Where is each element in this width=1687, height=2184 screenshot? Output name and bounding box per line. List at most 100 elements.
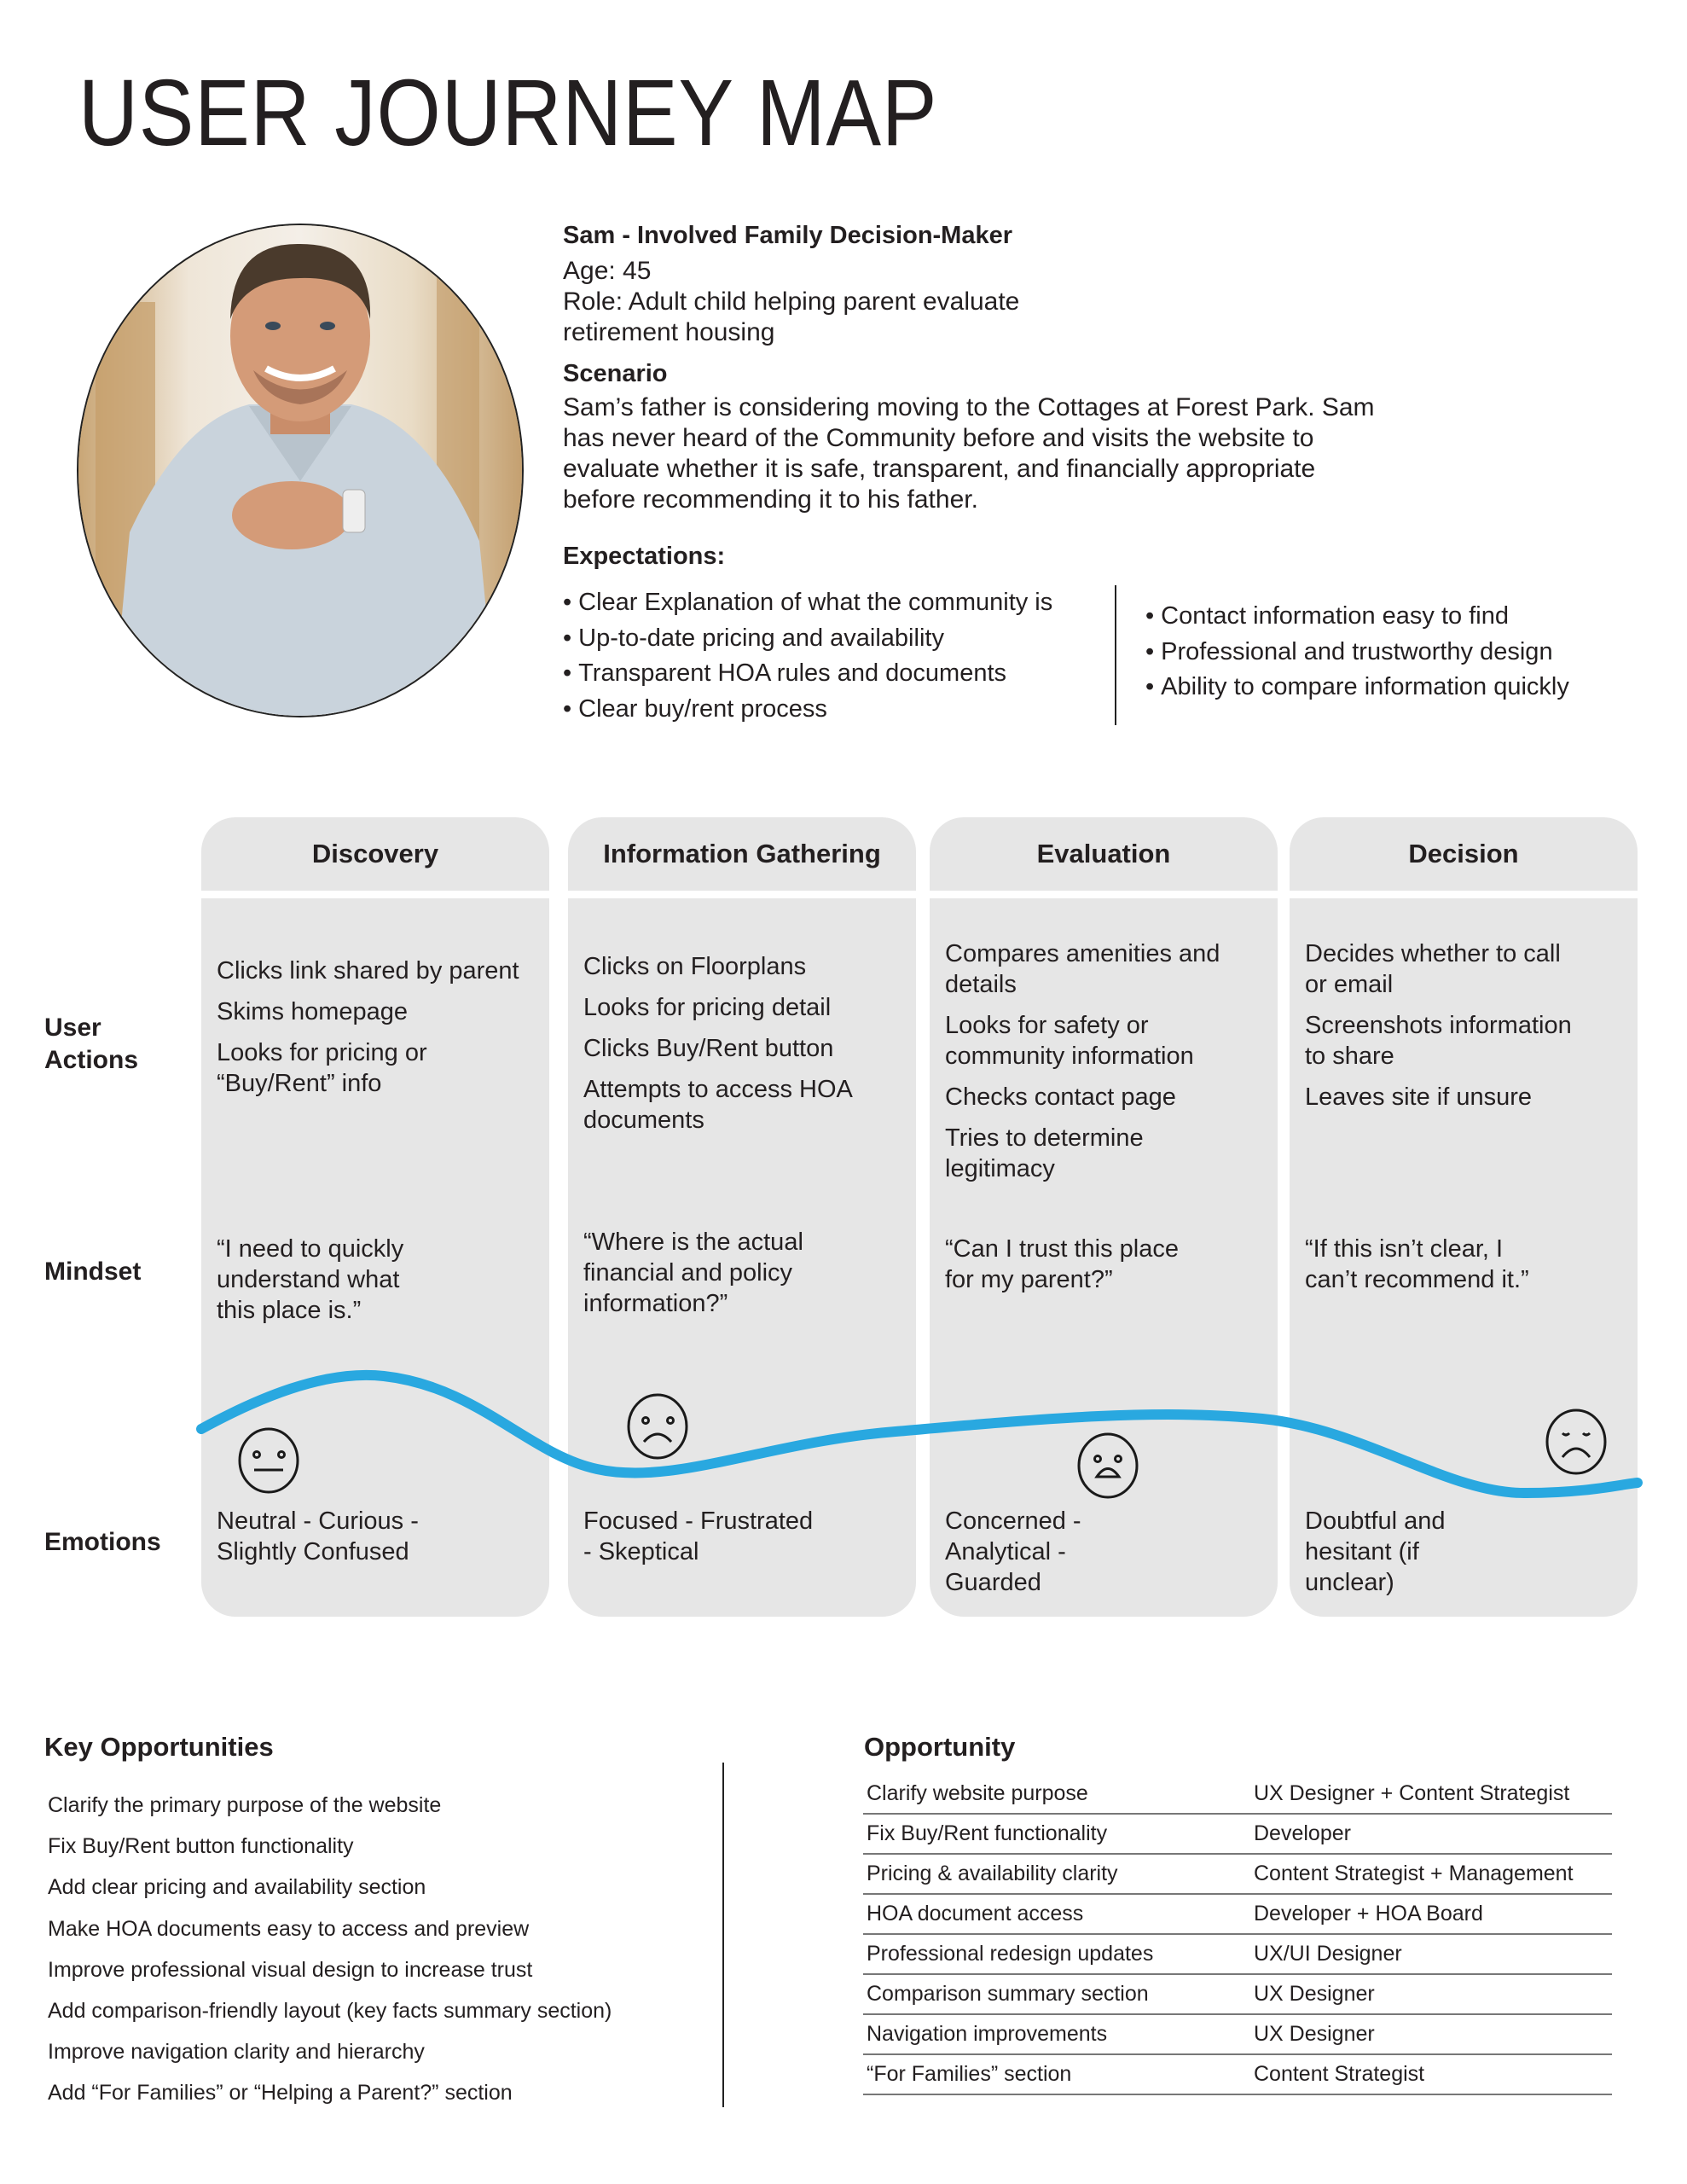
row-label-emotions: Emotions — [44, 1528, 161, 1556]
row-label-text: User — [44, 1014, 101, 1042]
action-item: Looks for pricing detail — [583, 994, 832, 1021]
opportunity-item: Fix Buy/Rent button functionality — [48, 1834, 354, 1859]
user-actions-cell: Compares amenities and details Looks for… — [945, 938, 1266, 1194]
action-item: Clicks on Floorplans — [583, 953, 807, 980]
expectation-item: Clear buy/rent process — [563, 692, 1052, 728]
scenario-text: before recommending it to his father. — [563, 485, 978, 514]
expectations-divider — [1115, 585, 1116, 725]
stage-header: Information Gathering — [568, 817, 916, 891]
opportunity-cell: Clarify website purpose — [863, 1774, 1250, 1815]
stage-evaluation: Evaluation Compares amenities and detail… — [930, 817, 1278, 1617]
persona-role-cont: retirement housing — [563, 318, 775, 346]
action-item: Looks for safety or community informatio… — [945, 1012, 1194, 1070]
owner-cell: UX Designer + Content Strategist — [1250, 1774, 1612, 1815]
expectations-list-left: Clear Explanation of what the community … — [563, 585, 1052, 727]
user-actions-cell: Clicks on Floorplans Looks for pricing d… — [583, 951, 904, 1146]
emotions-cell: Doubtful and hesitant (if unclear) — [1305, 1507, 1446, 1596]
section-divider — [722, 1763, 724, 2107]
row-label-mindset: Mindset — [44, 1258, 142, 1286]
opportunity-item: Make HOA documents easy to access and pr… — [48, 1916, 530, 1941]
opportunity-item: Add “For Families” or “Helping a Parent?… — [48, 2081, 513, 2106]
action-item: Leaves site if unsure — [1305, 1083, 1532, 1111]
opportunity-cell: Pricing & availability clarity — [863, 1854, 1250, 1895]
opportunity-table-heading: Opportunity — [864, 1732, 1016, 1762]
expectation-item: Professional and trustworthy design — [1145, 635, 1569, 671]
action-item: Clicks link shared by parent — [217, 957, 519, 985]
mindset-cell: “Can I trust this place for my parent?” — [945, 1235, 1179, 1293]
key-opportunities-heading: Key Opportunities — [44, 1732, 274, 1762]
opportunity-cell: Professional redesign updates — [863, 1934, 1250, 1975]
stage-body: Compares amenities and details Looks for… — [930, 898, 1278, 1617]
stage-header: Evaluation — [930, 817, 1278, 891]
action-item: Screenshots information to share — [1305, 1012, 1572, 1070]
emotions-cell: Focused - Frustrated - Skeptical — [583, 1507, 814, 1565]
action-item: Looks for pricing or “Buy/Rent” info — [217, 1039, 427, 1097]
stage-header: Discovery — [201, 817, 549, 891]
opportunity-cell: Comparison summary section — [863, 1974, 1250, 2015]
expectations-heading: Expectations: — [563, 543, 726, 570]
expectation-item: Transparent HOA rules and documents — [563, 656, 1052, 692]
row-label-text: Actions — [44, 1046, 139, 1074]
opportunity-cell: “For Families” section — [863, 2054, 1250, 2095]
expectation-item: Up-to-date pricing and availability — [563, 621, 1052, 657]
page-title: USER JOURNEY MAP — [78, 61, 938, 166]
stage-body: Clicks on Floorplans Looks for pricing d… — [568, 898, 916, 1617]
row-label-user-actions: User Actions — [44, 1012, 138, 1077]
user-actions-cell: Clicks link shared by parent Skims homep… — [217, 956, 537, 1109]
action-item: Checks contact page — [945, 1083, 1176, 1111]
emotions-cell: Neutral - Curious - Slightly Confused — [217, 1507, 419, 1565]
persona-age: Age: 45 — [563, 257, 652, 285]
owner-cell: Developer + HOA Board — [1250, 1894, 1612, 1935]
opportunity-cell: Navigation improvements — [863, 2014, 1250, 2055]
persona-details: Sam - Involved Family Decision-Maker Age… — [563, 220, 1399, 515]
expectations-list-right: Contact information easy to find Profess… — [1145, 599, 1569, 706]
opportunity-cell: HOA document access — [863, 1894, 1250, 1935]
persona-name: Sam - Involved Family Decision-Maker — [563, 222, 1013, 249]
scenario-heading: Scenario — [563, 360, 668, 387]
mindset-cell: “If this isn’t clear, I can’t recommend … — [1305, 1235, 1529, 1293]
action-item: Attempts to access HOA documents — [583, 1076, 853, 1134]
persona-role: Role: Adult child helping parent evaluat… — [563, 288, 1020, 316]
opportunity-item: Clarify the primary purpose of the websi… — [48, 1793, 442, 1817]
opportunity-item: Add clear pricing and availability secti… — [48, 1875, 426, 1900]
mindset-cell: “Where is the actual financial and polic… — [583, 1228, 803, 1317]
persona-avatar — [77, 224, 524, 717]
expectation-item: Clear Explanation of what the community … — [563, 585, 1052, 621]
stage-decision: Decision Decides whether to call or emai… — [1290, 817, 1638, 1617]
scenario-text: Sam’s father is considering moving to th… — [563, 393, 1375, 421]
stage-body: Clicks link shared by parent Skims homep… — [201, 898, 549, 1617]
user-actions-cell: Decides whether to call or email Screens… — [1305, 938, 1626, 1123]
stage-information-gathering: Information Gathering Clicks on Floorpla… — [568, 817, 916, 1617]
mindset-cell: “I need to quickly understand what this … — [217, 1235, 404, 1324]
person-portrait-icon — [78, 225, 522, 716]
emotions-cell: Concerned - Analytical - Guarded — [945, 1507, 1081, 1596]
opportunity-item: Improve professional visual design to in… — [48, 1957, 533, 1982]
owner-cell: UX/UI Designer — [1250, 1934, 1612, 1975]
owner-cell: Developer — [1250, 1814, 1612, 1855]
owner-cell: UX Designer — [1250, 2014, 1612, 2055]
opportunity-item: Add comparison-friendly layout (key fact… — [48, 1999, 612, 2024]
action-item: Compares amenities and details — [945, 940, 1220, 998]
owner-cell: Content Strategist + Management — [1250, 1854, 1612, 1895]
scenario-text: evaluate whether it is safe, transparent… — [563, 455, 1316, 483]
stage-body: Decides whether to call or email Screens… — [1290, 898, 1638, 1617]
stage-discovery: Discovery Clicks link shared by parent S… — [201, 817, 549, 1617]
key-opportunities-list: Clarify the primary purpose of the websi… — [48, 1785, 612, 2114]
expectation-item: Ability to compare information quickly — [1145, 670, 1569, 706]
action-item: Skims homepage — [217, 998, 409, 1025]
owner-cell: Content Strategist — [1250, 2054, 1612, 2095]
expectation-item: Contact information easy to find — [1145, 599, 1569, 635]
action-item: Decides whether to call or email — [1305, 940, 1561, 998]
scenario-text: has never heard of the Community before … — [563, 424, 1314, 452]
owner-cell: UX Designer — [1250, 1974, 1612, 2015]
opportunity-cell: Fix Buy/Rent functionality — [863, 1814, 1250, 1855]
